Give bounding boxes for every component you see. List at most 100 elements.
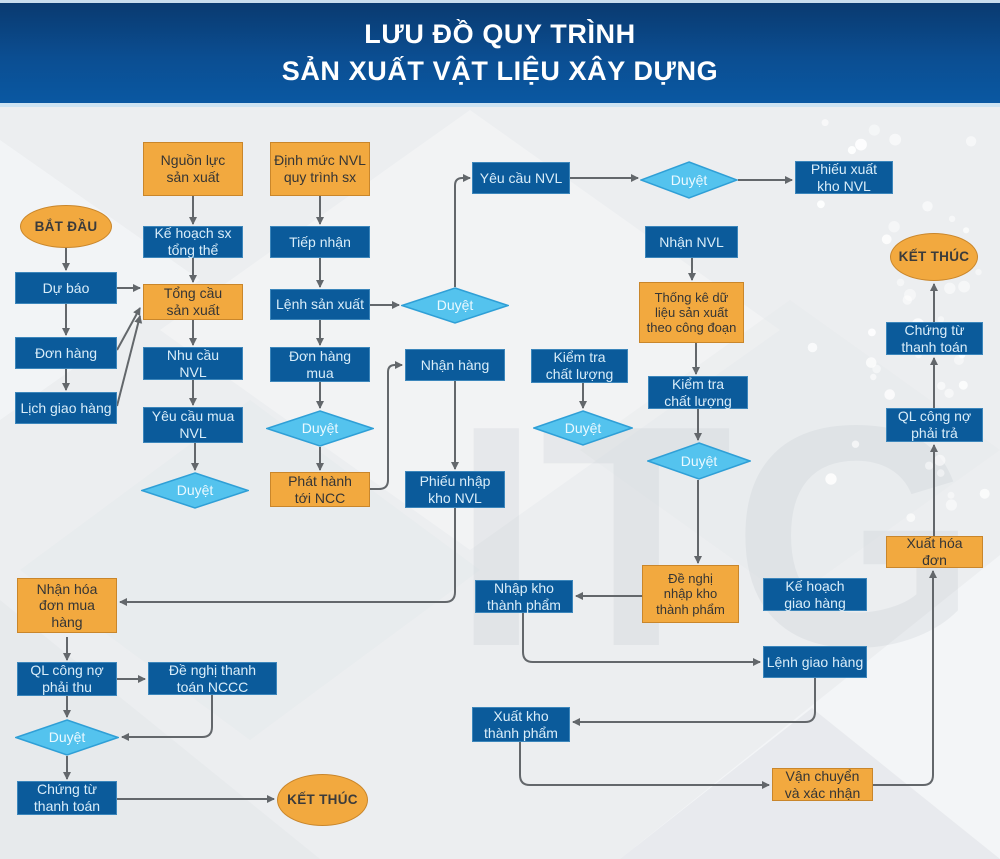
node-label: Duyệt — [680, 452, 718, 469]
dot — [975, 268, 982, 276]
node-kiem-tra-chat-luong-1: Kiểm tra chất lượng — [531, 349, 628, 383]
node-label: Duyệt — [564, 419, 602, 436]
dot — [817, 200, 825, 209]
node-xuat-hoa-don: Xuất hóa đơn — [886, 535, 983, 568]
page-title-line1: LƯU ĐỒ QUY TRÌNH — [364, 18, 636, 49]
dot — [881, 234, 892, 245]
diamond-shape — [15, 719, 119, 756]
node-label: Tiếp nhận — [289, 233, 351, 250]
dot — [958, 380, 968, 390]
node-label: Kiểm tra chất lượng — [664, 375, 732, 409]
node-don-hang-mua: Đơn hàng mua — [270, 347, 370, 382]
node-label: Phiếu nhập kho NVL — [419, 472, 491, 506]
dot — [868, 328, 876, 337]
node-label: Duyệt — [301, 420, 339, 437]
edge-nhap-kho-thanh-pham-to-lenh-giao-hang — [522, 613, 761, 666]
edge-don-hang-to-tong-cau-san-xuat — [116, 307, 141, 351]
node-duyet-6: Duyệt — [647, 442, 751, 480]
node-label: Duyệt — [48, 729, 86, 746]
edge-xuat-kho-thanh-pham-to-van-chuyen-xac-nhan — [519, 742, 770, 789]
dot — [851, 440, 860, 448]
node-tiep-nhan: Tiếp nhận — [270, 226, 370, 258]
node-label: Tổng cầu sản xuất — [163, 285, 223, 318]
node-label: Duyệt — [436, 297, 474, 314]
dot — [936, 469, 945, 477]
bg-diamond — [580, 300, 1000, 600]
dot — [965, 136, 977, 147]
node-xuat-kho-thanh-pham: Xuất kho thành phẩm — [472, 707, 570, 742]
node-label: Đề nghị nhập kho thành phẩm — [656, 571, 725, 617]
node-chung-tu-thanh-toan-phai-tra: Chứng từ thanh toán — [886, 322, 983, 355]
node-kiem-tra-chat-luong-2: Kiểm tra chất lượng — [648, 376, 748, 409]
node-label: Duyệt — [176, 482, 214, 499]
node-label: QL công nợ phải trả — [897, 408, 972, 441]
node-label: Dự báo — [42, 279, 90, 296]
node-label: Xuất kho thành phẩm — [484, 707, 558, 741]
node-label: Nhận NVL — [659, 233, 724, 250]
node-yeu-cau-nvl: Yêu cầu NVL — [472, 162, 570, 194]
edge-duyet-3-to-yeu-cau-nvl — [454, 174, 471, 287]
header-banner: LƯU ĐỒ QUY TRÌNH SẢN XUẤT VẬT LIỆU XÂY D… — [0, 0, 1000, 107]
node-duyet-7: Duyệt — [15, 719, 119, 756]
dot — [902, 295, 912, 305]
dot — [906, 513, 916, 522]
node-label: Nhận hóa đơn mua hàng — [36, 580, 98, 630]
node-de-nghi-thanh-toan-nccc: Đề nghị thanh toán NCCC — [148, 662, 277, 695]
node-nhap-kho-thanh-pham: Nhập kho thành phẩm — [475, 580, 573, 613]
node-nguon-luc-san-xuat: Nguồn lực sản xuất — [143, 142, 243, 196]
node-ke-hoach-sx-tong-the: Kế hoạch sx tổng thể — [143, 225, 243, 258]
dot — [868, 124, 880, 136]
node-lenh-san-xuat: Lệnh sản xuất — [270, 289, 370, 320]
dot — [944, 388, 954, 398]
node-label: Phát hành tới NCC — [288, 472, 352, 506]
node-phieu-nhap-kho-nvl: Phiếu nhập kho NVL — [405, 471, 505, 508]
diamond-shape — [640, 161, 738, 199]
edge-lenh-giao-hang-to-xuat-kho-thanh-pham — [572, 678, 816, 726]
dot — [865, 357, 877, 368]
node-don-hang: Đơn hàng — [15, 337, 117, 369]
node-duyet-3: Duyệt — [401, 287, 509, 324]
node-phat-hanh-toi-ncc: Phát hành tới NCC — [270, 472, 370, 507]
diamond-shape — [401, 287, 509, 324]
dot — [937, 381, 946, 391]
node-ket-thuc-bottom: KẾT THÚC — [277, 774, 368, 826]
dot — [825, 473, 837, 485]
node-ql-cong-no-phai-tra: QL công nợ phải trả — [886, 408, 983, 442]
node-label: Lệnh giao hàng — [766, 653, 864, 670]
node-bat-dau: BẮT ĐẦU — [20, 205, 112, 248]
dot — [847, 146, 857, 155]
node-label: Đề nghị thanh toán NCCC — [168, 661, 257, 695]
node-nhan-hang: Nhận hàng — [405, 349, 505, 381]
dot — [934, 454, 946, 466]
node-label: Kế hoạch sx tổng thể — [154, 225, 232, 258]
node-chung-tu-thanh-toan-left: Chứng từ thanh toán — [17, 781, 117, 815]
node-duyet-1: Duyệt — [141, 472, 249, 509]
dot — [925, 461, 934, 470]
node-van-chuyen-xac-nhan: Vận chuyển và xác nhận — [772, 768, 873, 801]
dot — [937, 316, 945, 323]
node-ket-thuc-top: KẾT THÚC — [890, 233, 978, 281]
page-title-line2: SẢN XUẤT VẬT LIỆU XÂY DỰNG — [281, 56, 719, 86]
diamond-shape — [266, 410, 374, 447]
node-ke-hoach-giao-hang: Kế hoạch giao hàng — [763, 578, 867, 611]
diamond-shape — [141, 472, 249, 509]
dot — [870, 373, 877, 381]
dot — [947, 491, 955, 499]
diamond-shape — [647, 442, 751, 480]
node-label: Nhận hàng — [420, 356, 490, 373]
node-lenh-giao-hang: Lệnh giao hàng — [763, 646, 867, 678]
node-label: Nguồn lực sản xuất — [160, 152, 226, 185]
dot — [821, 119, 829, 127]
node-label: Nhu cầu NVL — [166, 346, 220, 380]
node-nhu-cau-nvl: Nhu cầu NVL — [143, 347, 243, 380]
node-duyet-4: Duyệt — [533, 410, 633, 446]
node-duyet-5: Duyệt — [640, 161, 738, 199]
node-phieu-xuat-kho-nvl: Phiếu xuất kho NVL — [795, 161, 893, 194]
dot — [884, 389, 895, 400]
diamond-shape — [533, 410, 633, 446]
node-label: Chứng từ thanh toán — [33, 781, 101, 814]
node-label: Định mức NVL quy trình sx — [274, 152, 366, 185]
dot — [922, 201, 933, 212]
node-label: KẾT THÚC — [898, 249, 970, 265]
